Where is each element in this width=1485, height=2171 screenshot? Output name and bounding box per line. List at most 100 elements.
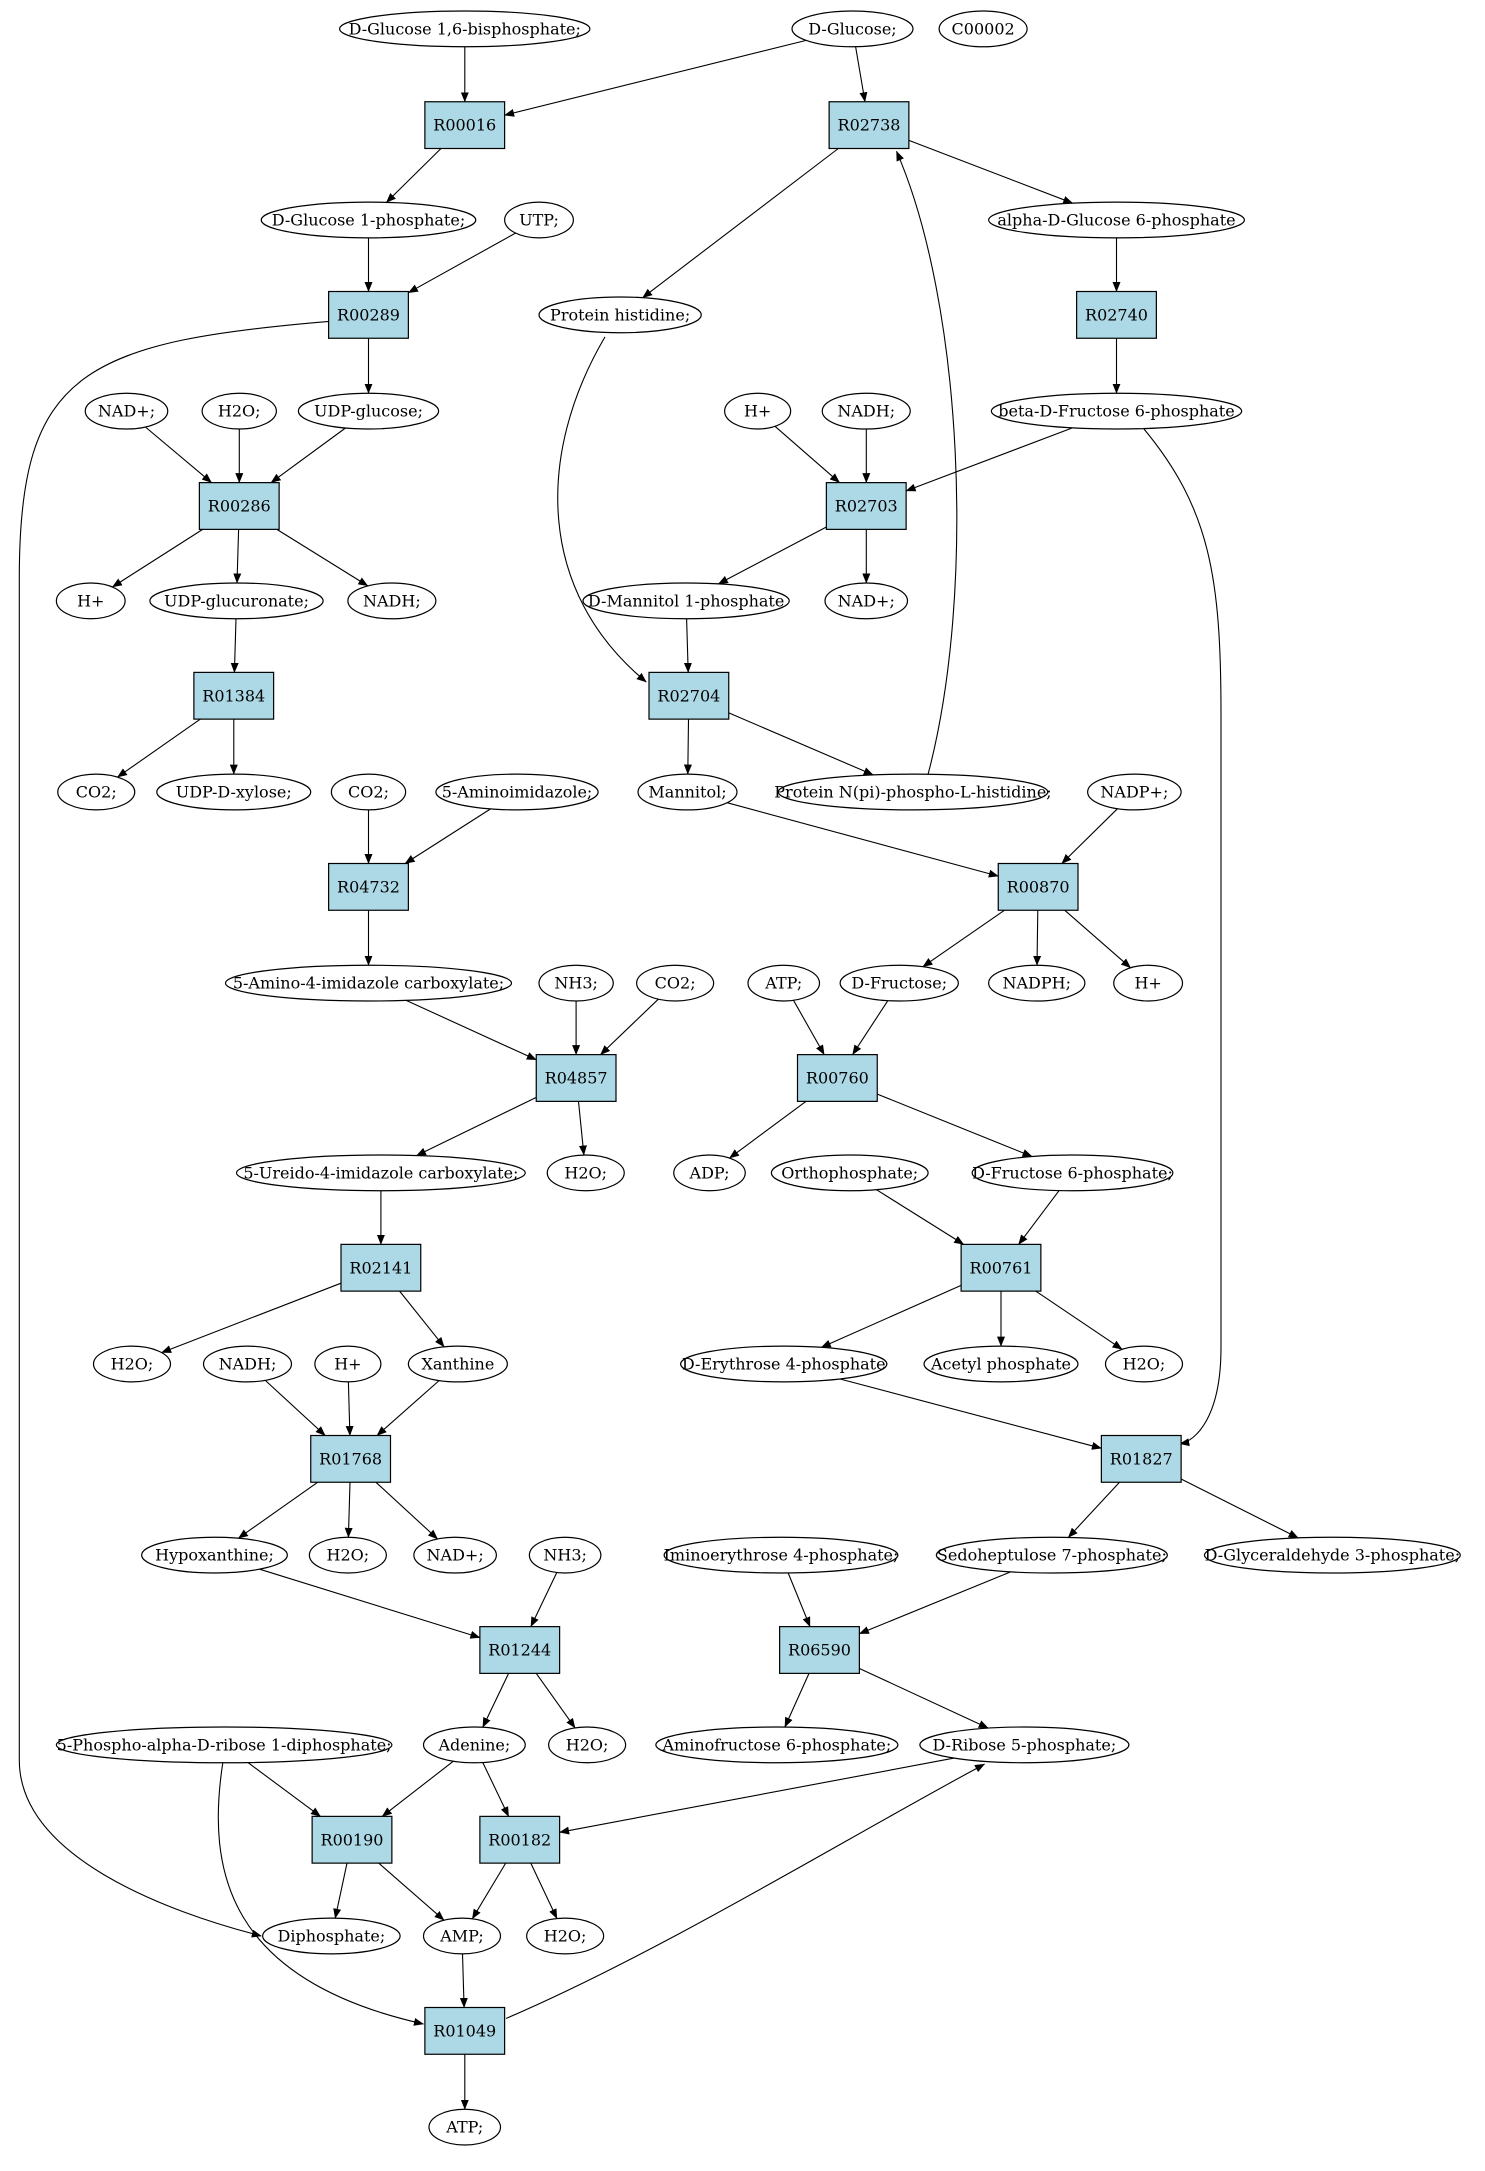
- compound-ellipse: [548, 1726, 627, 1764]
- reaction-label: R01244: [488, 1641, 551, 1660]
- compound-node-c_h2o_6: H2O;: [548, 1726, 627, 1764]
- compound-ellipse: [988, 964, 1086, 1002]
- compound-ellipse: [260, 201, 477, 239]
- compound-label: H+: [744, 402, 771, 421]
- compound-node-c_utp: UTP;: [504, 201, 574, 239]
- reaction-box: [310, 1434, 392, 1483]
- reaction-label: R01049: [433, 2021, 496, 2040]
- compound-label: NADH;: [363, 591, 421, 610]
- edge-c_glc-to-r_R00016: [504, 39, 807, 117]
- compound-node-c_air: 5-Aminoimidazole;: [435, 773, 599, 811]
- compound-label: 5-Ureido-4-imidazole carboxylate;: [243, 1163, 518, 1182]
- compound-ellipse: [347, 582, 437, 620]
- compound-node-c_prpp: 5-Phospho-alpha-D-ribose 1-diphosphate;: [55, 1726, 393, 1764]
- edge-c_utp-to-r_R00289: [407, 232, 516, 294]
- compound-node-c_nadph: NADPH;: [988, 964, 1086, 1002]
- compound-ellipse: [55, 1726, 393, 1764]
- reaction-node-r_R02141: R02141: [340, 1243, 422, 1292]
- reaction-box: [997, 862, 1079, 911]
- compound-node-c_amp: AMP;: [422, 1917, 502, 1955]
- compound-label: CO2;: [655, 974, 696, 993]
- compound-ellipse: [84, 392, 169, 430]
- compound-label: ADP;: [689, 1163, 730, 1182]
- edge-r_R00190-to-c_ppi: [333, 1862, 348, 1919]
- compound-node-c_aglc6p: alpha-D-Glucose 6-phosphate: [988, 201, 1245, 239]
- compound-label: UDP-glucuronate;: [164, 591, 309, 610]
- edge-c_prpp-to-r_R01049: [217, 1762, 424, 2026]
- compound-ellipse: [680, 1345, 888, 1383]
- reaction-box: [796, 1054, 878, 1102]
- compound-label: NAD+;: [427, 1546, 484, 1565]
- edge-r_R01827-to-c_g3p: [1180, 1478, 1299, 1539]
- reaction-box: [479, 1815, 561, 1864]
- reaction-node-r_R00286: R00286: [198, 482, 280, 530]
- compound-node-c_prothis: Protein histidine;: [538, 296, 702, 334]
- reaction-label: R00190: [321, 1830, 384, 1849]
- compound-ellipse: [538, 296, 702, 334]
- compound-node-c_nad_3: NAD+;: [413, 1536, 497, 1574]
- compound-node-c_glc1p: D-Glucose 1-phosphate;: [260, 201, 477, 239]
- compound-node-c_r5p: D-Ribose 5-phosphate;: [919, 1726, 1130, 1764]
- edge-r_R01768-to-c_hyp: [237, 1481, 318, 1539]
- edge-r_R00286-to-c_udpglcA: [233, 529, 242, 584]
- node-layer: D-Glucose 1,6-bisphosphate;D-Glucose;C00…: [55, 10, 1461, 2146]
- compound-ellipse: [57, 773, 136, 811]
- edge-r_R00761-to-c_e4p: [820, 1284, 962, 1348]
- reaction-box: [198, 482, 280, 530]
- compound-label: D-Fructose;: [851, 974, 947, 993]
- compound-label: H2O;: [218, 402, 261, 421]
- compound-ellipse: [55, 582, 126, 620]
- compound-node-c_ppi: Diphosphate;: [262, 1917, 401, 1955]
- edge-r_R02141-to-c_h2o_3: [161, 1282, 342, 1354]
- reaction-node-r_R01768: R01768: [310, 1434, 392, 1483]
- compound-label: alpha-D-Glucose 6-phosphate: [997, 211, 1235, 230]
- reaction-box: [960, 1243, 1042, 1292]
- compound-node-c_h2o_3: H2O;: [92, 1345, 172, 1383]
- reaction-node-r_R00182: R00182: [479, 1815, 561, 1864]
- reaction-label: R02740: [1085, 305, 1148, 324]
- compound-node-c_nadh_1: NADH;: [347, 582, 437, 620]
- reaction-box: [193, 671, 275, 720]
- compound-label: Mannitol;: [648, 783, 726, 802]
- reaction-node-r_R00289: R00289: [328, 290, 409, 339]
- compound-label: AMP;: [439, 1927, 484, 1946]
- edge-r_R02738-to-c_prothis: [642, 148, 839, 299]
- edge-r_R00286-to-c_nadh_1: [276, 528, 369, 587]
- reaction-node-r_R02703: R02703: [825, 482, 907, 530]
- edge-r_R00760-to-c_fru6p: [877, 1093, 1033, 1158]
- reaction-node-r_R00016: R00016: [424, 101, 506, 150]
- compound-label: H2O;: [544, 1927, 587, 1946]
- reaction-node-r_R01049: R01049: [424, 2006, 506, 2055]
- compound-ellipse: [923, 1345, 1079, 1383]
- compound-node-c_g3p: D-Glyceraldehyde 3-phosphate;: [1203, 1536, 1461, 1574]
- compound-node-c_h2o_5: H2O;: [308, 1536, 387, 1574]
- compound-label: beta-D-Fructose 6-phosphate: [998, 402, 1234, 421]
- reaction-label: R04732: [337, 877, 400, 896]
- compound-ellipse: [770, 1154, 929, 1192]
- edge-c_bfru6p-to-r_R02703: [905, 427, 1073, 492]
- compound-ellipse: [935, 1536, 1168, 1574]
- compound-label: NADPH;: [1003, 974, 1072, 993]
- edge-r_R01244-to-c_h2o_6: [535, 1673, 576, 1729]
- edge-c_ade-to-r_R00182: [482, 1762, 510, 1817]
- edge-r_R02141-to-c_xan: [399, 1290, 445, 1348]
- edge-r_R02704-to-c_mannitol: [683, 719, 692, 775]
- edge-c_udpglc-to-r_R00286: [270, 427, 346, 484]
- reaction-node-r_R01384: R01384: [193, 671, 275, 720]
- compound-ellipse: [636, 964, 715, 1002]
- compound-node-c_nh3_1: NH3;: [538, 964, 614, 1002]
- edge-r_R00182-to-c_h2o_7: [530, 1862, 558, 1919]
- reaction-label: R00761: [970, 1258, 1033, 1277]
- compound-ellipse: [673, 1154, 746, 1192]
- compound-node-c_h_3: H+: [1113, 964, 1184, 1002]
- edge-r_R04857-to-c_uica: [416, 1096, 537, 1157]
- compound-label: 5-Aminoimidazole;: [442, 783, 593, 802]
- edge-c_hyp-to-r_R01244: [259, 1568, 481, 1639]
- edge-r_R06590-to-c_af6p: [784, 1673, 810, 1728]
- compound-ellipse: [988, 201, 1245, 239]
- compound-ellipse: [297, 392, 440, 430]
- compound-label: D-Glyceraldehyde 3-phosphate;: [1205, 1546, 1460, 1565]
- edge-r_R02704-to-c_prothisp: [728, 712, 874, 776]
- compound-node-c_fru: D-Fructose;: [839, 964, 959, 1002]
- compound-label: D-Erythrose 4-phosphate: [682, 1355, 886, 1374]
